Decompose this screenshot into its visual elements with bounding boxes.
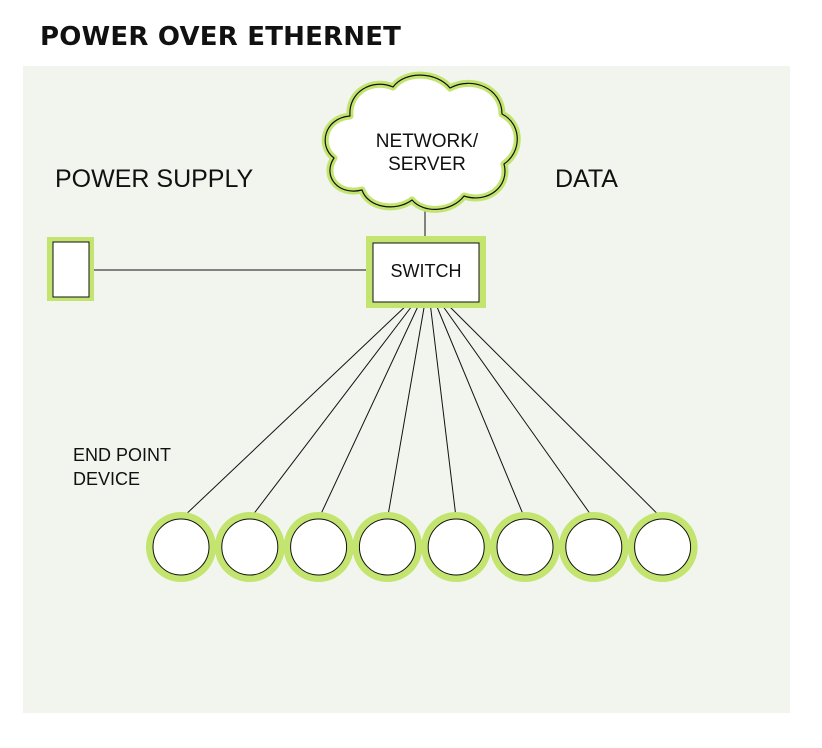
diagram-title: POWER OVER ETHERNET [40,22,402,52]
endpoint-device [146,512,216,582]
network-server-cloud: NETWORK/ SERVER [321,71,521,213]
endpoint-device [283,512,354,582]
device-connection-line [180,301,411,520]
endpoint-device [558,512,629,582]
endpoint-label-line1: END POINT [73,445,171,465]
endpoint-device [421,512,492,582]
device-connection-line [249,301,416,520]
endpoint-device [352,512,423,582]
device-connection-line [386,301,426,520]
device-connection-line [429,301,457,520]
endpoint-label-line2: DEVICE [73,469,140,489]
device-connection-line [439,301,595,520]
endpoint-device [490,512,560,582]
switch-label: SWITCH [391,261,462,281]
endpoint-devices [146,512,698,582]
device-connection-line [318,301,421,520]
cloud-label-line1: NETWORK/ [376,131,479,152]
power-supply-label: POWER SUPPLY [55,165,254,193]
connection-lines [90,198,663,520]
power-supply [47,237,94,301]
endpoint-device [627,512,698,582]
device-connection-line [444,301,663,520]
data-label: DATA [555,165,618,193]
cloud-inner-outline [324,74,518,210]
switch: SWITCH [366,236,486,308]
device-connection-line [434,301,526,520]
endpoint-device [214,512,285,582]
switch-to-device-lines [180,301,663,520]
cloud-label-line2: SERVER [388,154,466,175]
